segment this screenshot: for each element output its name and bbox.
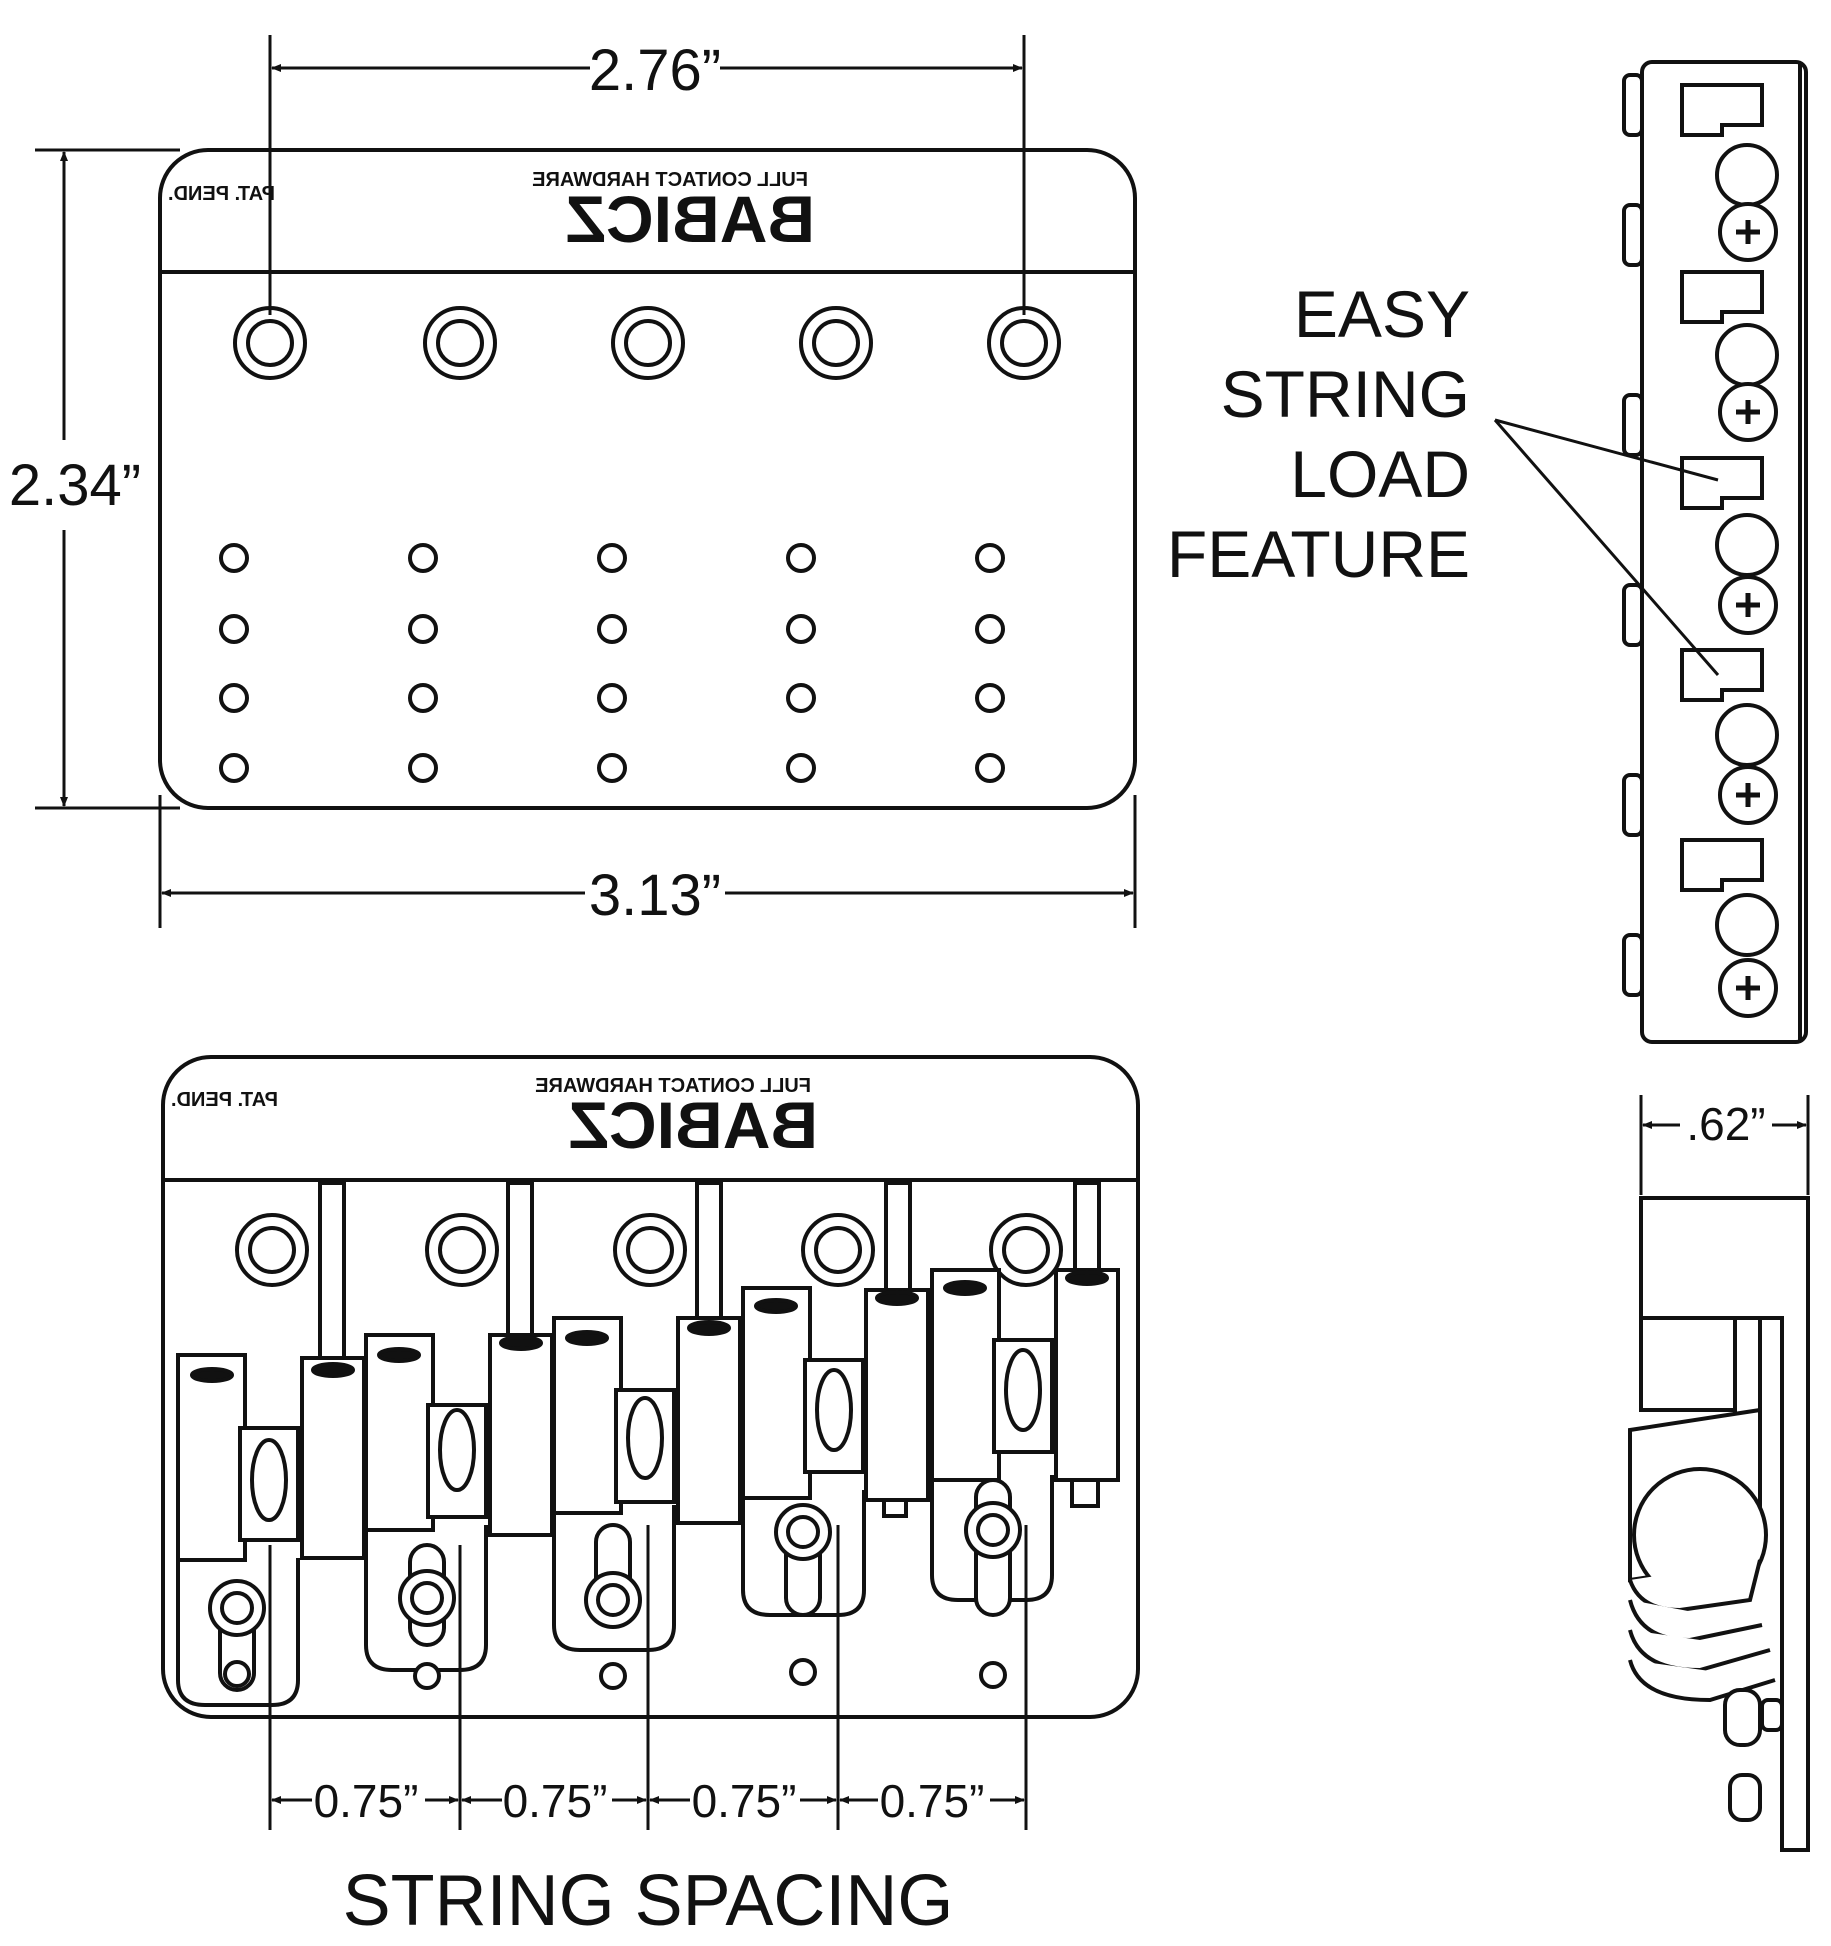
label-spacing-4: 0.75” [880, 1775, 985, 1827]
label-2-76: 2.76” [589, 38, 721, 103]
label-3-13: 3.13” [589, 863, 721, 928]
label-0-62: .62” [1686, 1098, 1765, 1150]
callout-line-4: FEATURE [1167, 517, 1470, 591]
svg-text:FULL CONTACT HARDWARE: FULL CONTACT HARDWARE [532, 169, 808, 191]
label-spacing-2: 0.75” [503, 1775, 608, 1827]
callout-line-3: LOAD [1290, 437, 1470, 511]
side-saddle-5 [1680, 838, 1779, 1018]
dimension-side-depth: .62” [1639, 1095, 1810, 1195]
svg-text:PAT. PEND.: PAT. PEND. [171, 1089, 278, 1111]
saddle-2 [364, 1333, 554, 1690]
side-view-profile [1628, 1196, 1810, 1852]
callout-line-1: EASY [1294, 277, 1470, 351]
saddle-3 [552, 1316, 742, 1690]
side-saddle-2 [1680, 270, 1779, 442]
dimension-plate-width: 3.13” [158, 795, 1137, 928]
dimension-plate-height: 2.34” [9, 148, 180, 810]
front-view-assembly: BABICZ FULL CONTACT HARDWARE PAT. PEND. [161, 1055, 1140, 1719]
saddle-1 [176, 1353, 366, 1707]
top-view-plate: BABICZ FULL CONTACT HARDWARE PAT. PEND. [158, 148, 1137, 810]
saddle-5 [930, 1268, 1120, 1689]
side-view-top [1622, 60, 1808, 1044]
svg-text:BABICZ: BABICZ [566, 182, 815, 256]
caption-string-spacing: STRING SPACING [343, 1861, 954, 1941]
phillips-screws [1736, 220, 1760, 1000]
easy-string-load-callout: EASY STRING LOAD FEATURE [1167, 277, 1720, 676]
label-2-34: 2.34” [9, 453, 141, 518]
front-screw-heads [235, 1213, 1063, 1287]
saddle-4 [741, 1286, 930, 1686]
svg-text:FULL CONTACT HARDWARE: FULL CONTACT HARDWARE [535, 1075, 811, 1097]
label-spacing-3: 0.75” [692, 1775, 797, 1827]
dimension-hole-spacing: 2.76” [268, 35, 1026, 315]
string-through-holes [219, 543, 1005, 783]
mounting-screw-holes [233, 306, 1061, 380]
callout-line-2: STRING [1221, 357, 1470, 431]
intonation-rods [318, 1181, 1101, 1365]
label-spacing-1: 0.75” [314, 1775, 419, 1827]
brand-logo-front: BABICZ FULL CONTACT HARDWARE PAT. PEND. [171, 1075, 818, 1162]
dimension-string-spacing: 0.75” 0.75” 0.75” 0.75” [268, 1525, 1028, 1830]
svg-text:BABICZ: BABICZ [569, 1088, 818, 1162]
svg-text:PAT. PEND.: PAT. PEND. [168, 183, 275, 205]
brand-logo-top: BABICZ FULL CONTACT HARDWARE PAT. PEND. [168, 169, 815, 256]
